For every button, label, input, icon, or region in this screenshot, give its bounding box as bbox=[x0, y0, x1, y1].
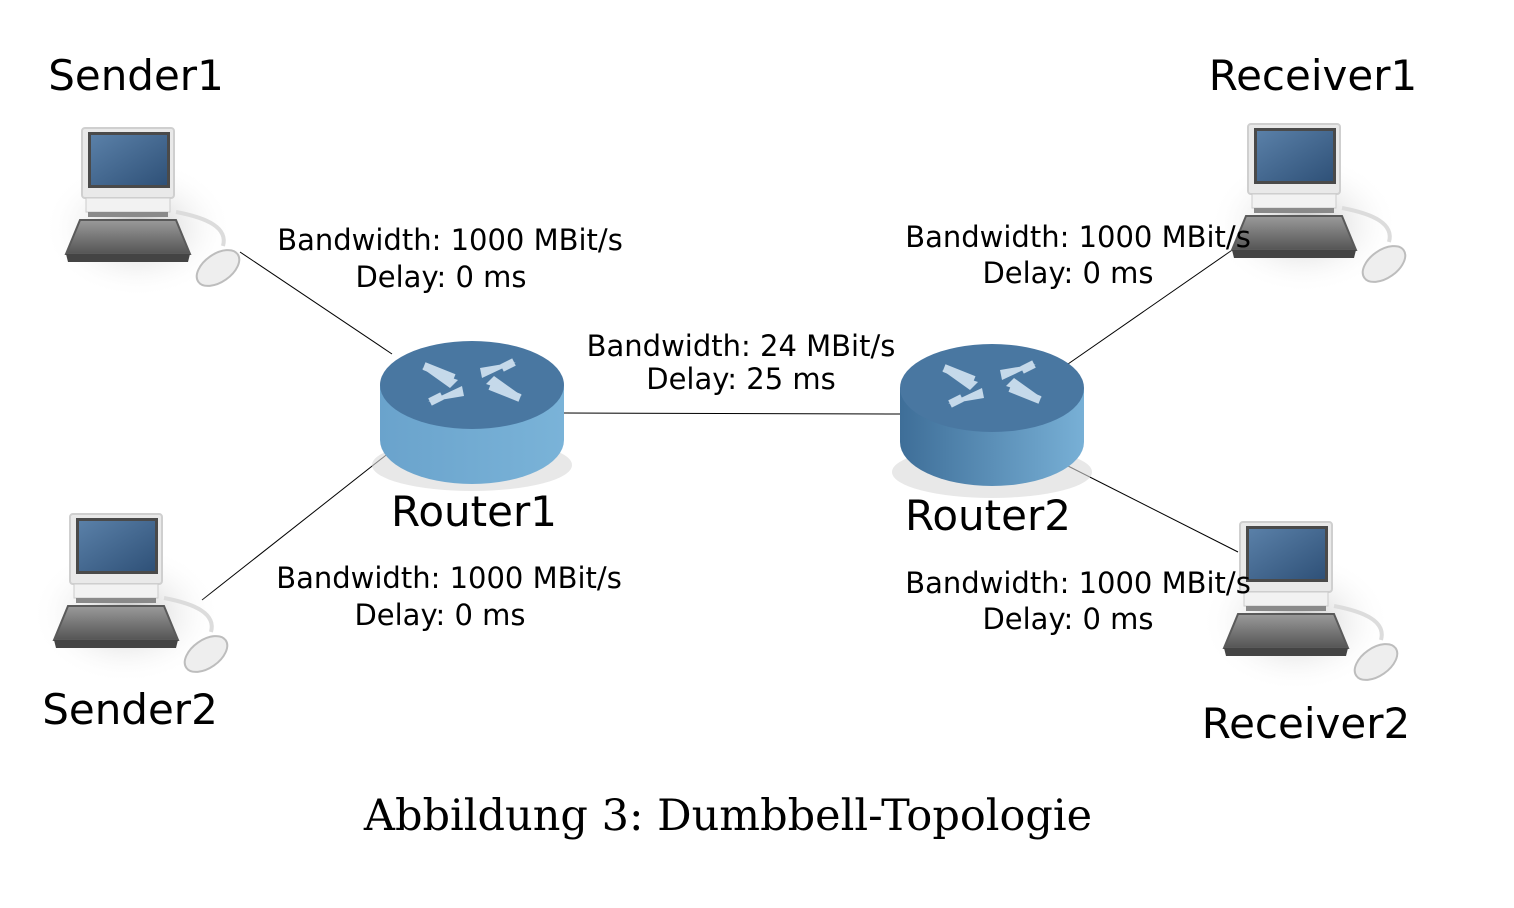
links bbox=[201, 245, 1239, 601]
receiver1-label: Receiver1 bbox=[1209, 51, 1417, 100]
link-sender2-router1-bandwidth: Bandwidth: 1000 MBit/s bbox=[276, 561, 622, 595]
receiver2-computer-icon bbox=[1199, 520, 1406, 694]
link-router2-receiver2 bbox=[1067, 465, 1239, 553]
sender2-computer-icon bbox=[29, 512, 236, 686]
link-sender1-router1 bbox=[239, 251, 393, 355]
router1-router-icon bbox=[372, 341, 572, 491]
router1-label: Router1 bbox=[391, 487, 557, 536]
link-router1-router2-delay: Delay: 25 ms bbox=[646, 362, 836, 396]
link-sender1-router1-delay: Delay: 0 ms bbox=[355, 260, 526, 294]
sender1-label: Sender1 bbox=[48, 51, 224, 100]
link-router2-receiver2-bandwidth: Bandwidth: 1000 MBit/s bbox=[905, 566, 1251, 600]
sender1-computer-icon bbox=[41, 126, 248, 300]
link-sender1-router1-bandwidth: Bandwidth: 1000 MBit/s bbox=[277, 223, 623, 257]
link-router2-receiver1-bandwidth: Bandwidth: 1000 MBit/s bbox=[905, 220, 1251, 254]
figure-caption: Abbildung 3: Dumbbell-Topologie bbox=[363, 791, 1092, 841]
router2-label: Router2 bbox=[905, 491, 1071, 540]
sender2-label: Sender2 bbox=[42, 685, 218, 734]
link-router1-router2 bbox=[563, 412, 905, 415]
link-router2-receiver1 bbox=[1067, 245, 1239, 365]
router2-router-icon bbox=[892, 344, 1092, 498]
link-sender2-router1 bbox=[201, 451, 391, 601]
receiver2-label: Receiver2 bbox=[1202, 699, 1410, 748]
link-router2-receiver1-delay: Delay: 0 ms bbox=[982, 256, 1153, 290]
link-router1-router2-bandwidth: Bandwidth: 24 MBit/s bbox=[587, 329, 896, 363]
link-router2-receiver2-delay: Delay: 0 ms bbox=[982, 602, 1153, 636]
link-sender2-router1-delay: Delay: 0 ms bbox=[354, 598, 525, 632]
receiver1-computer-icon bbox=[1207, 122, 1414, 296]
